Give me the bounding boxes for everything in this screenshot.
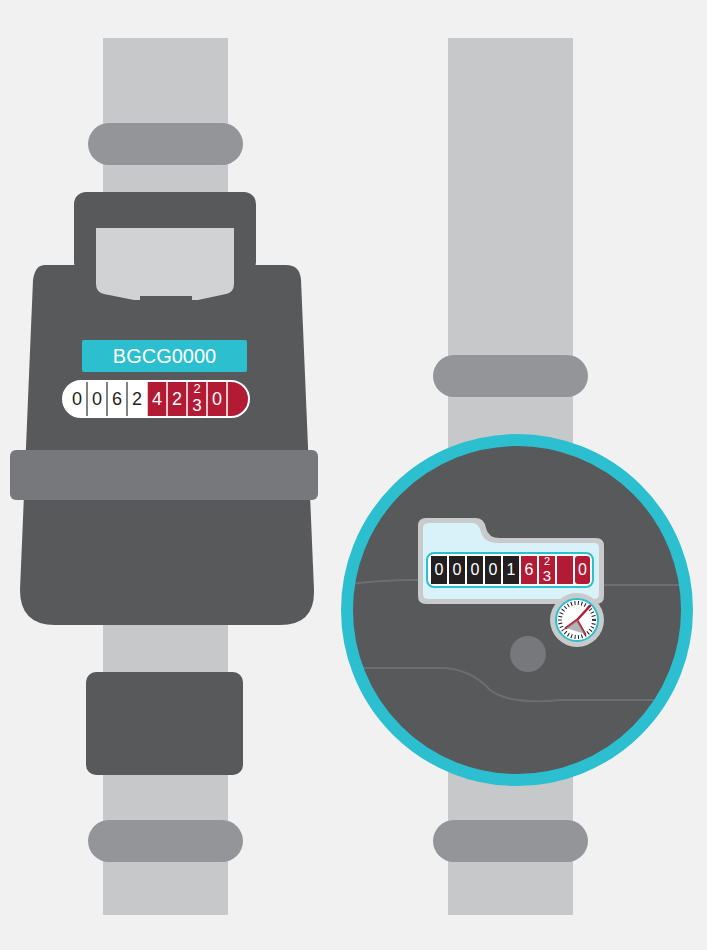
pipe-clamp <box>88 123 243 165</box>
dial-ticks <box>560 603 594 637</box>
register-digit: 0 <box>87 383 107 415</box>
display-frame <box>418 518 604 604</box>
register-digit: 0 <box>485 556 501 584</box>
register-cell <box>449 556 465 584</box>
cell-divider <box>86 381 88 417</box>
register-cell <box>539 556 555 584</box>
cell-divider <box>186 381 188 417</box>
register-digit: 0 <box>449 556 465 584</box>
cover-latch <box>154 316 176 328</box>
serial-number: BGCG0000 <box>113 345 216 368</box>
register-digit: 4 <box>147 383 167 415</box>
meter-screw <box>510 636 546 672</box>
dial-bezel <box>550 593 604 647</box>
register-digit: 3 <box>539 567 555 584</box>
pipe-clamp <box>433 820 588 862</box>
serial-label: BGCG0000 <box>82 340 247 372</box>
housing-line <box>340 668 690 701</box>
register-cell <box>557 556 573 584</box>
register-digit: 2 <box>187 381 207 396</box>
register-digit: 0 <box>67 383 87 415</box>
cell-divider <box>206 381 208 417</box>
register-digit: 0 <box>207 383 227 415</box>
register-cell <box>431 556 447 584</box>
register-red-cells <box>147 381 249 417</box>
cell-divider <box>126 381 128 417</box>
dial-face <box>556 599 598 641</box>
register-digit: 6 <box>107 383 127 415</box>
display-window <box>423 523 599 599</box>
zoom-rim <box>347 440 687 780</box>
register-digit: 3 <box>187 396 207 415</box>
pipe-clamp <box>433 355 588 397</box>
register-cells <box>431 556 590 584</box>
register-cell <box>503 556 519 584</box>
pipe-clamp <box>88 820 243 862</box>
register-cell <box>467 556 483 584</box>
meter-body <box>20 265 314 625</box>
cell-divider <box>226 381 228 417</box>
register-digit: 2 <box>167 383 187 415</box>
dial-sector <box>566 620 585 634</box>
register-digit: 0 <box>575 556 590 584</box>
register-digit: 6 <box>521 556 537 584</box>
cell-divider <box>106 381 108 417</box>
cover-latch <box>140 296 192 308</box>
register-rim <box>63 381 249 417</box>
register-window <box>427 553 593 587</box>
meter-cover <box>96 228 234 300</box>
cover-latch <box>132 308 200 316</box>
meter-band <box>10 450 318 500</box>
register-cell <box>485 556 501 584</box>
register-cell <box>521 556 537 584</box>
dial-needles <box>566 606 590 634</box>
zoom-circle <box>347 440 687 780</box>
cell-divider <box>146 381 148 417</box>
register-digit: 0 <box>431 556 447 584</box>
register-window <box>63 381 249 417</box>
register-digit: 1 <box>503 556 519 584</box>
register-digit: 2 <box>539 555 555 568</box>
cell-divider <box>166 381 168 417</box>
register-cell <box>575 556 590 584</box>
register-digit: 0 <box>467 556 483 584</box>
meter-outlet <box>86 672 243 775</box>
register-digit: 2 <box>127 383 147 415</box>
